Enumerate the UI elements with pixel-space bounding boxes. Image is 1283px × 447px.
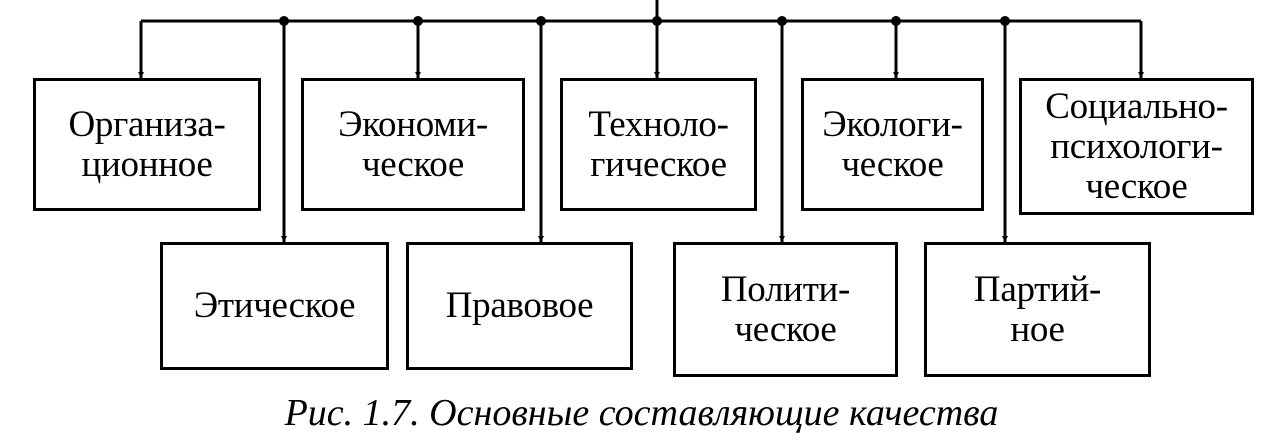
junction-dot-technological — [652, 16, 662, 26]
junction-dot-party — [1000, 16, 1010, 26]
box-economic: Экономи- ческое — [301, 78, 525, 211]
label-economic: Экономи- ческое — [338, 103, 488, 185]
junction-dot-ethical — [279, 16, 289, 26]
figure-caption: Рис. 1.7. Основные составляющие качества — [284, 392, 999, 434]
label-socio-psychological: Социально- психологи- ческое — [1045, 85, 1228, 207]
junction-dot-ecological — [891, 16, 901, 26]
box-political: Полити- ческое — [673, 242, 898, 377]
label-ecological: Экологи- ческое — [822, 103, 963, 185]
label-technological: Техноло- гическое — [588, 103, 729, 185]
label-party: Партий- ное — [973, 268, 1102, 350]
junction-dot-political — [777, 16, 787, 26]
label-political: Полити- ческое — [720, 268, 851, 350]
junction-dot-legal — [536, 16, 546, 26]
box-ethical: Этическое — [160, 242, 389, 370]
box-technological: Техноло- гическое — [560, 78, 757, 211]
junction-dot-economic — [413, 16, 423, 26]
box-ecological: Экологи- ческое — [801, 78, 984, 211]
box-organizational: Организа- ционное — [33, 78, 261, 211]
box-party: Партий- ное — [924, 242, 1151, 377]
box-legal: Правовое — [406, 242, 633, 370]
label-ethical: Этическое — [193, 285, 356, 326]
box-socio-psychological: Социально- психологи- ческое — [1019, 78, 1254, 215]
label-organizational: Организа- ционное — [68, 103, 226, 185]
label-legal: Правовое — [445, 285, 594, 326]
